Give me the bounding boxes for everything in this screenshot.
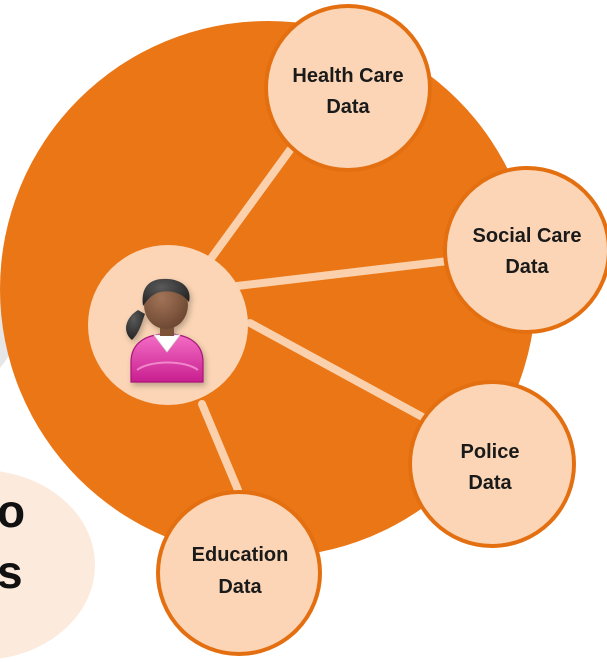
node-health-care-label-1: Health Care (292, 65, 403, 87)
partial-text-line-2: s (0, 546, 23, 598)
node-education-label-1: Education (192, 544, 289, 566)
connector-police (246, 319, 432, 424)
node-police-circle (408, 380, 576, 548)
node-education-circle (156, 490, 322, 656)
node-police: Police Data (408, 380, 576, 548)
hub (88, 245, 248, 405)
node-social-care-label-1: Social Care (473, 225, 582, 247)
node-education: Education Data (156, 490, 322, 656)
node-police-label-2: Data (468, 472, 512, 494)
connector-education (198, 400, 242, 494)
connector-health-care (203, 146, 294, 268)
node-education-label-2: Data (218, 576, 262, 598)
node-health-care-circle (264, 4, 432, 172)
node-social-care-circle (443, 166, 607, 334)
node-social-care: Social Care Data (443, 166, 607, 334)
partial-text-line-1: o (0, 485, 25, 537)
connector-lines (198, 146, 452, 494)
node-health-care-label-2: Data (326, 96, 370, 118)
connector-social-care (233, 257, 452, 290)
peach-rounded-shape (0, 471, 95, 659)
node-police-label-1: Police (461, 441, 520, 463)
node-social-care-label-2: Data (505, 256, 549, 278)
background-shapes: o s (0, 292, 95, 659)
orange-background-circle (0, 21, 536, 557)
person-icon (126, 278, 204, 383)
node-health-care: Health Care Data (264, 4, 432, 172)
